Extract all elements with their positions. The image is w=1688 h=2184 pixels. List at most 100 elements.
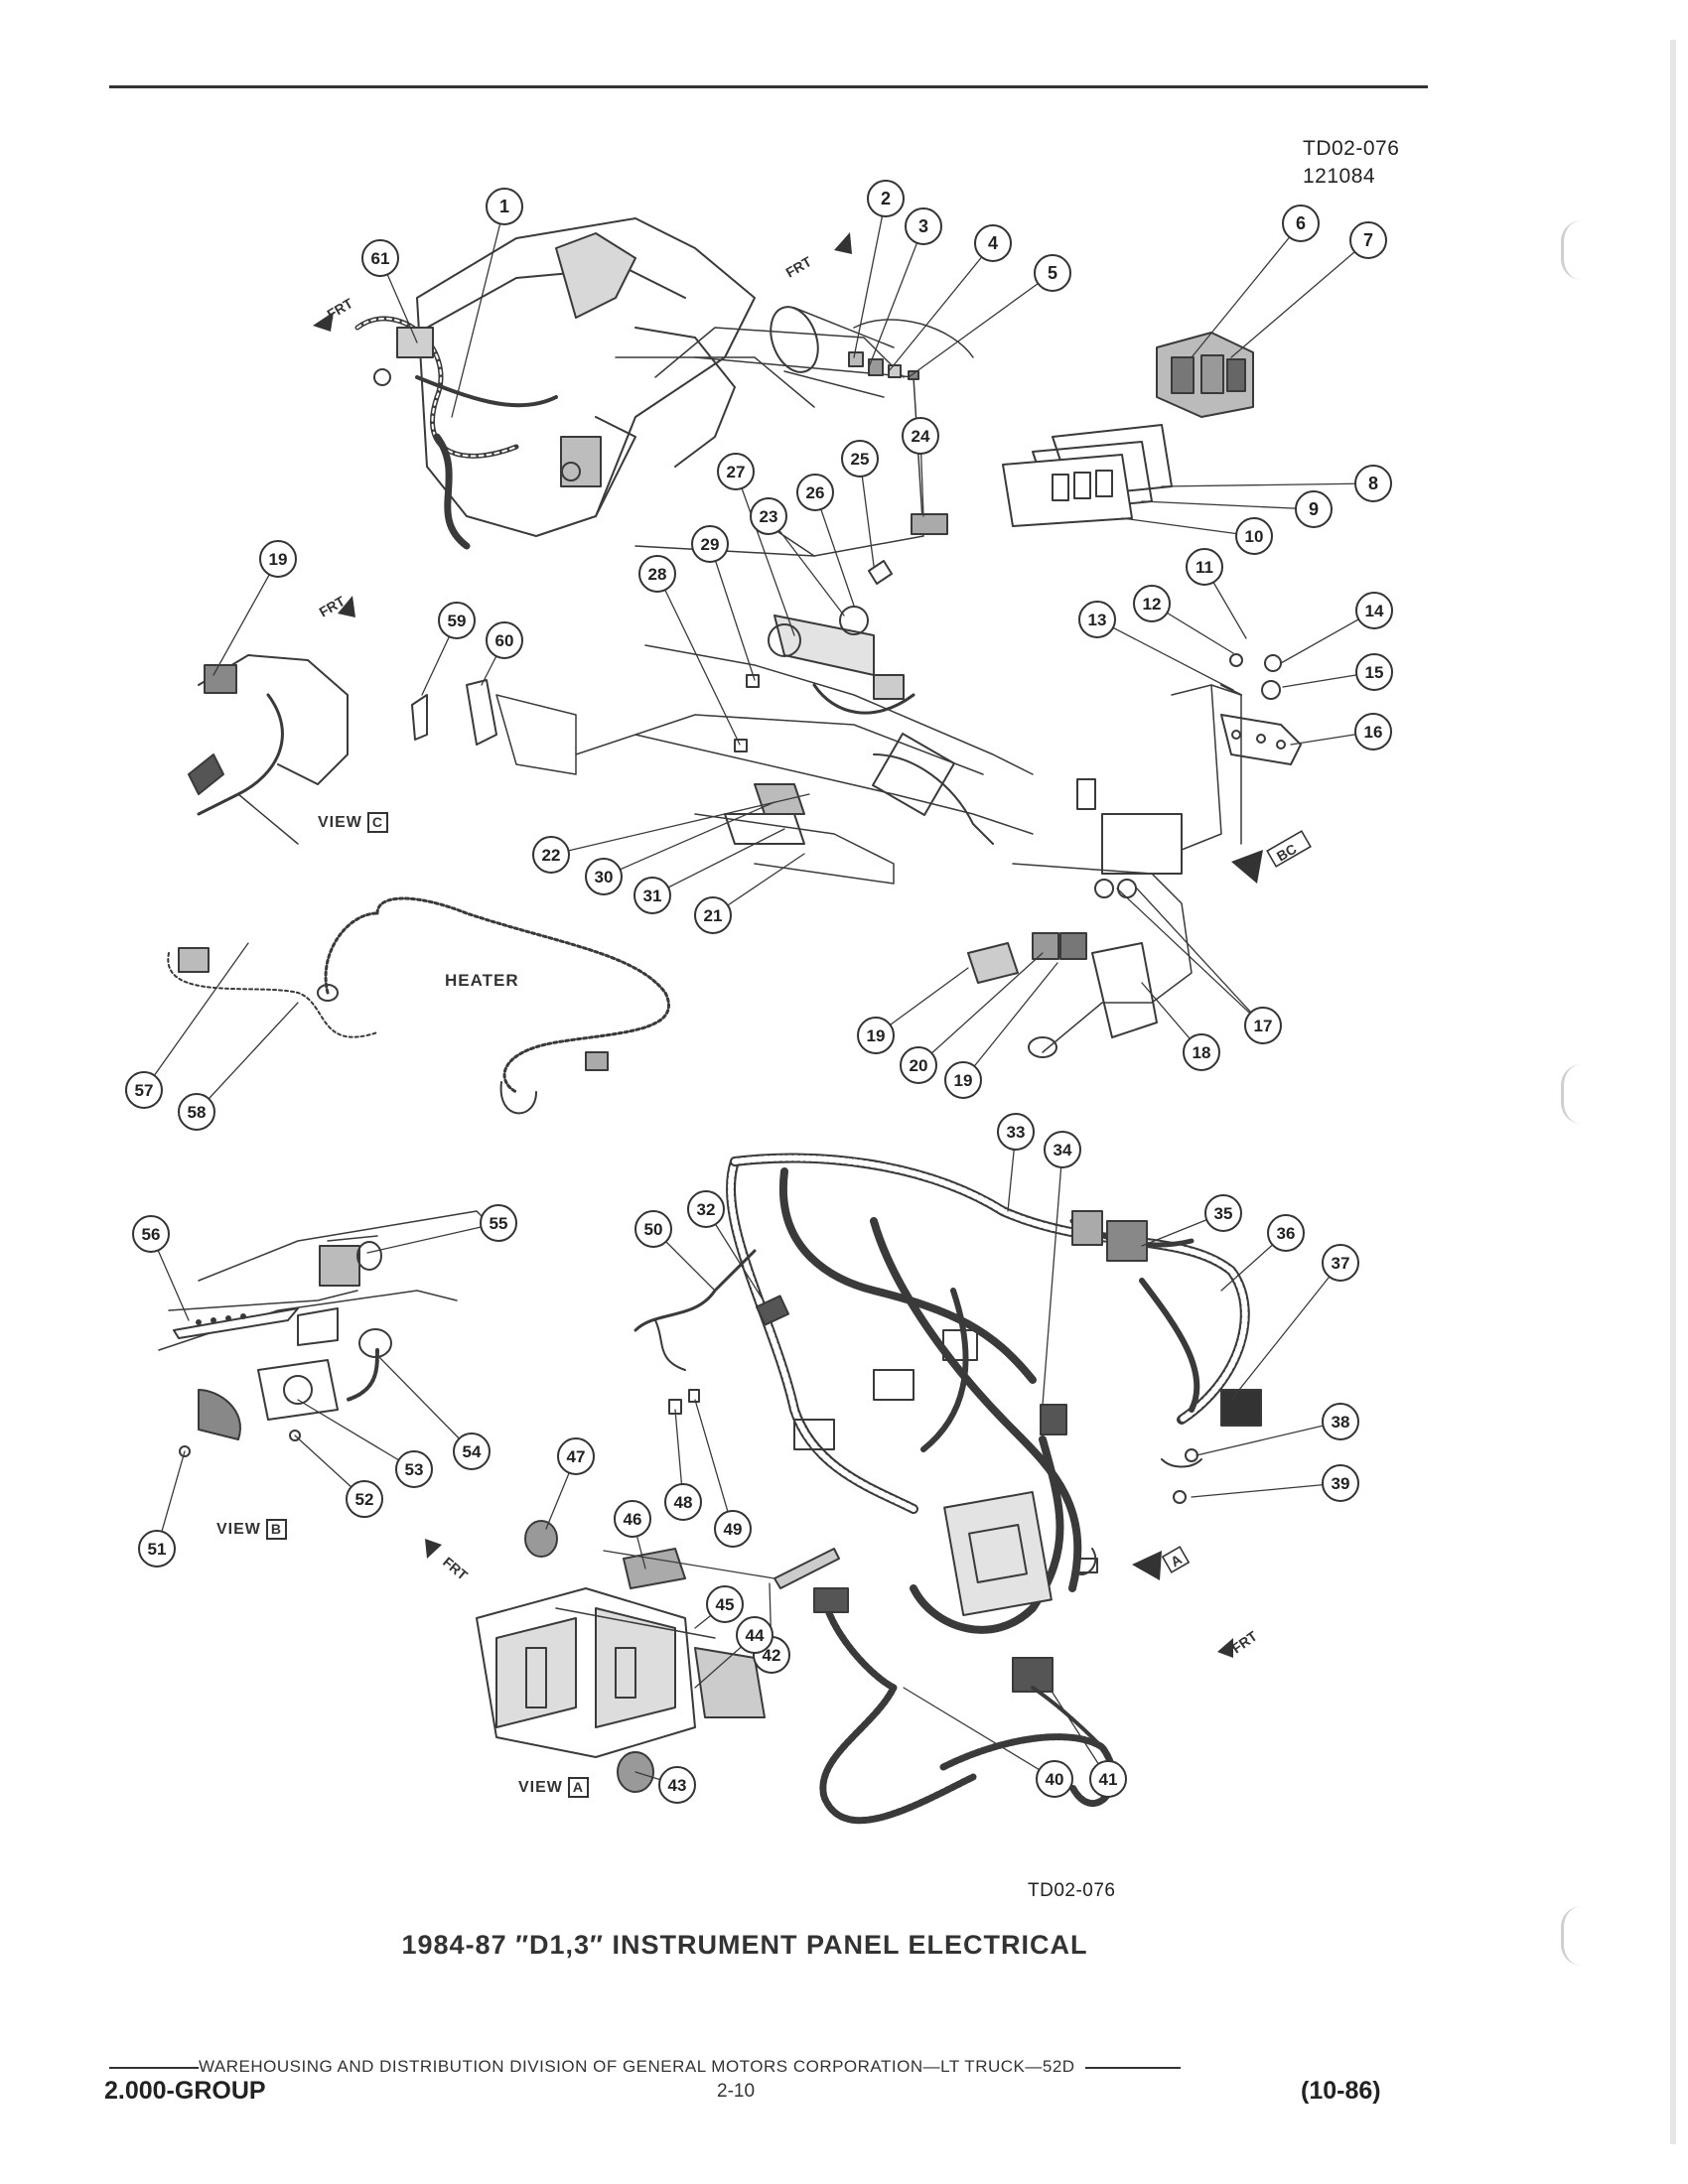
callout-circle — [1034, 254, 1071, 292]
callout-circle — [736, 1616, 774, 1654]
callout-number: 40 — [1046, 1770, 1064, 1789]
callout-number: 10 — [1245, 527, 1264, 546]
footer-group: 2.000-GROUP — [104, 2077, 266, 2105]
callout-circle — [714, 1510, 752, 1548]
header-rule — [109, 85, 1428, 88]
callout-circle — [1354, 465, 1392, 502]
callout-circle — [796, 474, 834, 511]
callout-13: 13 — [1078, 601, 1116, 638]
callout-39: 39 — [1322, 1464, 1359, 1502]
cluster-assembly — [495, 606, 1034, 885]
callout-60: 60 — [486, 621, 523, 659]
callout-number: 51 — [148, 1540, 167, 1559]
callout-number: 19 — [867, 1026, 886, 1045]
callout-circle — [633, 877, 671, 914]
callout-circle — [1354, 713, 1392, 751]
callout-15: 15 — [1355, 653, 1393, 691]
frt-label-4: FRT — [440, 1554, 471, 1583]
callout-26: 26 — [796, 474, 834, 511]
callout-circle — [691, 525, 729, 563]
binder-hole-middle — [1561, 1064, 1582, 1124]
callout-number: 44 — [746, 1626, 765, 1645]
heater-label: HEATER — [445, 971, 519, 990]
frt-arrows — [313, 232, 1263, 1658]
callout-circle — [706, 1585, 744, 1623]
callout-circle — [138, 1530, 176, 1568]
figure-caption: 1984-87 ″D1,3″ INSTRUMENT PANEL ELECTRIC… — [401, 1930, 1088, 1960]
callout-48: 48 — [664, 1483, 702, 1521]
callout-circle — [1036, 1760, 1073, 1798]
callout-number: 4 — [988, 233, 998, 253]
callout-59: 59 — [438, 602, 476, 639]
callout-number: 23 — [760, 507, 778, 526]
heater-harness — [167, 896, 670, 1115]
right-bracket-assembly — [1012, 653, 1302, 1058]
callout-8: 8 — [1354, 465, 1392, 502]
callout-circle — [395, 1450, 433, 1488]
dual-switch — [1156, 332, 1254, 418]
callout-30: 30 — [585, 858, 623, 895]
callout-number: 47 — [567, 1447, 586, 1466]
callout-51: 51 — [138, 1530, 176, 1568]
callout-61: 61 — [361, 239, 399, 277]
callout-58: 58 — [178, 1093, 215, 1131]
callout-circle — [346, 1480, 383, 1518]
footer-publisher-line: WAREHOUSING AND DISTRIBUTION DIVISION OF… — [109, 2057, 1390, 2077]
callout-number: 34 — [1054, 1141, 1072, 1160]
callout-circle — [438, 602, 476, 639]
callout-40: 40 — [1036, 1760, 1073, 1798]
callout-number: 13 — [1088, 611, 1107, 629]
part-50 — [688, 1389, 700, 1403]
part-25 — [911, 513, 948, 535]
callout-number: 30 — [595, 868, 614, 887]
callout-28: 28 — [638, 555, 676, 593]
callout-11: 11 — [1186, 548, 1223, 586]
callout-circle — [1295, 490, 1333, 528]
switch-plates — [1002, 424, 1173, 527]
callout-number: 48 — [674, 1493, 693, 1512]
callout-25: 25 — [841, 440, 879, 478]
callout-circle — [585, 858, 623, 895]
callout-number: 12 — [1143, 595, 1162, 614]
callout-circle — [1204, 1194, 1242, 1232]
callout-number: 16 — [1364, 723, 1383, 742]
callout-number: 42 — [763, 1646, 781, 1665]
callout-22: 22 — [532, 836, 570, 874]
figure-code: TD02-076 — [1303, 137, 1400, 160]
callout-number: 41 — [1099, 1770, 1118, 1789]
callout-number: 11 — [1196, 558, 1213, 577]
view-c-pedal-assembly — [188, 654, 497, 845]
callout-10: 10 — [1235, 517, 1273, 555]
callout-20: 20 — [900, 1046, 937, 1084]
callout-27: 27 — [717, 453, 755, 490]
callout-number: 55 — [490, 1214, 508, 1233]
callout-number: 3 — [918, 216, 928, 236]
callout-number: 46 — [624, 1510, 642, 1529]
callout-circle — [687, 1190, 725, 1228]
footer-revision: (10-86) — [1301, 2077, 1381, 2105]
callout-circle — [1078, 601, 1116, 638]
callout-number: 45 — [716, 1595, 735, 1614]
callout-6: 6 — [1282, 205, 1320, 242]
callout-number: 19 — [269, 550, 288, 569]
callout-number: 61 — [371, 249, 390, 268]
callout-circle — [1355, 592, 1393, 629]
callout-circle — [638, 555, 676, 593]
callout-21: 21 — [694, 896, 732, 934]
callout-1: 1 — [486, 188, 523, 225]
callout-circle — [902, 417, 939, 455]
callout-7: 7 — [1349, 221, 1387, 259]
callout-number: 52 — [355, 1490, 374, 1509]
callout-number: 9 — [1309, 499, 1319, 519]
callout-circle — [658, 1766, 696, 1804]
relay-parts — [967, 932, 1158, 1038]
callout-number: 7 — [1363, 230, 1373, 250]
callout-number: 59 — [448, 612, 467, 630]
callout-number: 31 — [643, 887, 662, 905]
callout-number: 15 — [1365, 663, 1384, 682]
callout-number: 50 — [644, 1220, 663, 1239]
callout-32: 32 — [687, 1190, 725, 1228]
callout-circle — [259, 540, 297, 578]
